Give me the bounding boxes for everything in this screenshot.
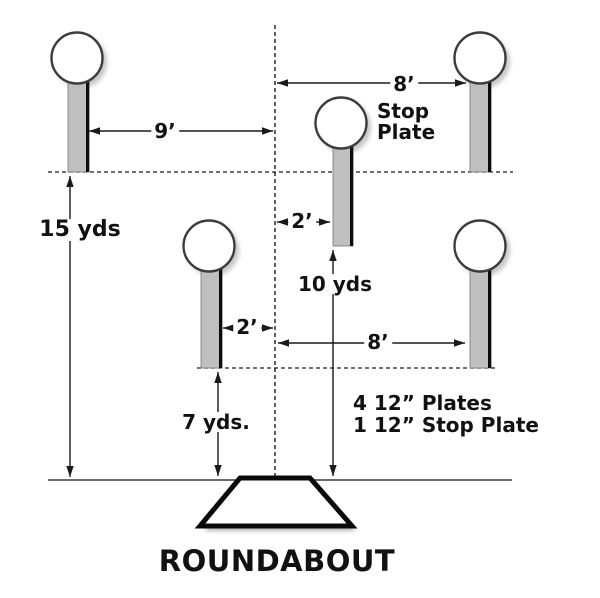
label-7yds: 7 yds. xyxy=(179,412,253,432)
label-8ft-top: 8’ xyxy=(390,74,418,94)
stop-plate-callout: Stop Plate xyxy=(377,99,436,144)
target-center-stop-plate xyxy=(314,96,371,247)
post xyxy=(67,79,90,173)
stage-title: ROUNDABOUT xyxy=(158,544,396,578)
plate xyxy=(453,219,507,273)
target-mid-left xyxy=(182,219,239,369)
plate-inventory-note: 4 12” Plates 1 12” Stop Plate xyxy=(353,392,539,436)
label-15yds: 15 yds xyxy=(36,219,124,241)
label-2ft-lower: 2’ xyxy=(233,317,261,337)
plate xyxy=(453,31,507,85)
plate xyxy=(314,96,368,150)
label-10yds: 10 yds xyxy=(294,274,376,294)
plate xyxy=(50,31,104,85)
inventory-line-1: 4 12” Plates xyxy=(353,391,492,415)
target-top-right xyxy=(453,31,510,173)
label-2ft-upper: 2’ xyxy=(288,211,316,231)
shooting-box xyxy=(194,475,358,529)
post xyxy=(469,79,492,173)
label-9ft: 9’ xyxy=(151,121,179,141)
target-bottom-right xyxy=(453,219,510,369)
inventory-line-2: 1 12” Stop Plate xyxy=(353,413,539,437)
target-top-left xyxy=(50,31,107,173)
post xyxy=(469,267,492,369)
label-8ft-lower: 8’ xyxy=(364,332,392,352)
post xyxy=(200,267,223,369)
plate xyxy=(182,219,236,273)
